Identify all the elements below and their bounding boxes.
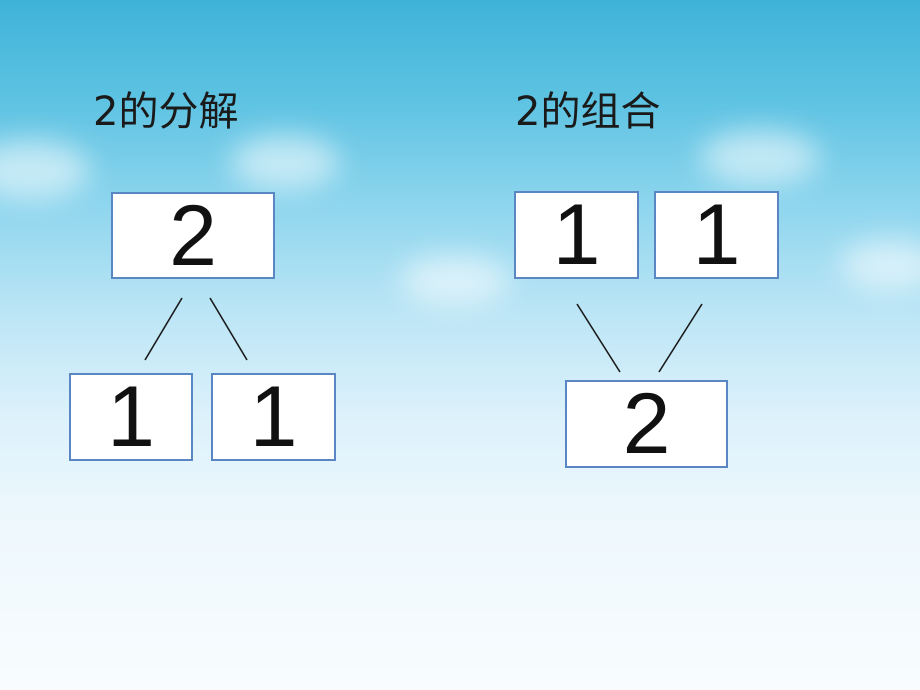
composition-whole-box: 2	[565, 380, 728, 468]
cloud	[230, 135, 340, 190]
decomposition-part-box: 1	[211, 373, 336, 461]
connector-line	[144, 297, 183, 361]
cloud	[700, 130, 820, 185]
decomposition-title: 2的分解	[93, 89, 239, 135]
connector-line	[209, 297, 248, 361]
cloud	[840, 240, 920, 290]
cloud	[400, 255, 510, 305]
connector-line	[658, 303, 703, 373]
composition-part-box: 1	[514, 191, 639, 279]
connector-line	[576, 303, 621, 373]
decomposition-whole-box: 2	[111, 192, 275, 279]
decomposition-part-box: 1	[69, 373, 193, 461]
composition-part-box: 1	[654, 191, 779, 279]
composition-title: 2的组合	[515, 89, 661, 135]
